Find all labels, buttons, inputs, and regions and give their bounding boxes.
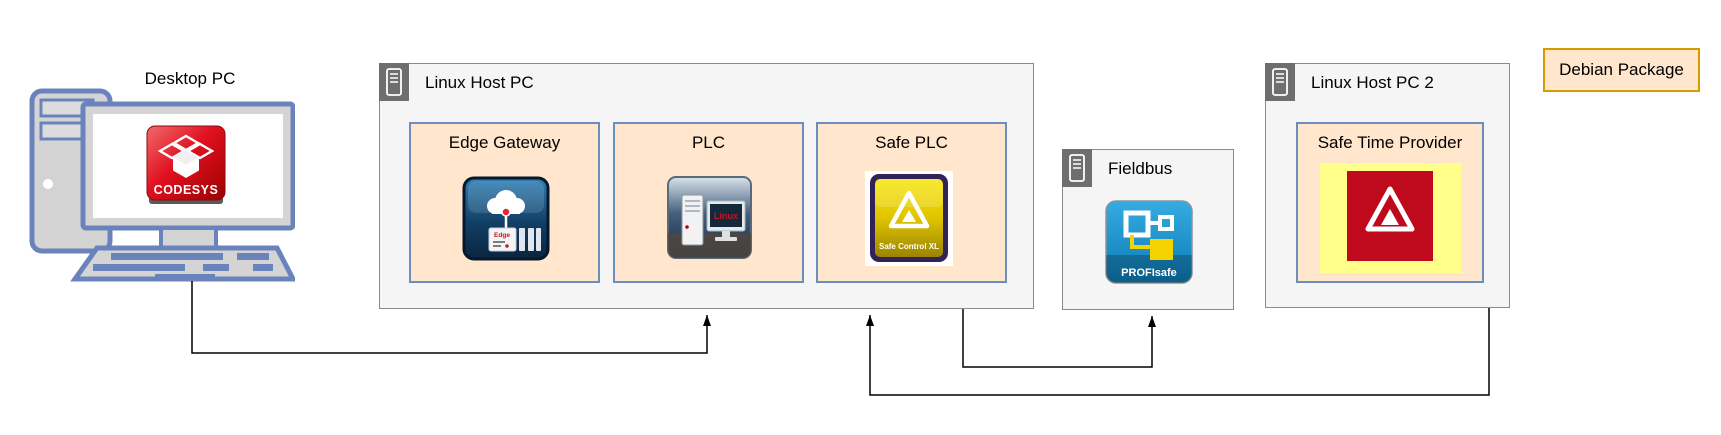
- debian-package-label: Debian Package: [1559, 60, 1684, 79]
- container-linux-host-pc-2: Linux Host PC 2 Safe Time Provider: [1264, 62, 1510, 308]
- edge-icon-text: Edge: [494, 232, 510, 239]
- safe-control-xl-text: Safe Control XL: [879, 242, 939, 251]
- server-icon: [1264, 62, 1295, 101]
- codesys-logo: CODESYS: [146, 125, 226, 204]
- desktop-pc-label: Desktop PC: [144, 69, 236, 88]
- safe-control-xl-icon: Safe Control XL: [865, 171, 953, 266]
- node-safe-plc: Safe PLC Safe Control XL: [816, 122, 1007, 283]
- debian-package-box: Debian Package: [1543, 48, 1700, 92]
- linux-host-pc-2-label: Linux Host PC 2: [1311, 73, 1434, 92]
- server-icon: [1061, 148, 1092, 187]
- safe-time-provider-label: Safe Time Provider: [1317, 133, 1463, 152]
- codesys-logo-text: CODESYS: [154, 183, 219, 197]
- container-linux-host-pc: Linux Host PC Edge Gateway Edg: [378, 62, 1034, 309]
- monitor-icon: CODESYS: [80, 101, 295, 231]
- node-edge-gateway: Edge Gateway Edge: [409, 122, 600, 283]
- safe-time-provider-icon: [1320, 163, 1461, 273]
- linux-icon-text: Linux: [714, 211, 738, 221]
- plc-icon: Linux: [667, 176, 752, 259]
- node-plc: PLC Linux: [613, 122, 804, 283]
- keyboard-icon: [70, 226, 295, 282]
- plc-label: PLC: [691, 133, 726, 152]
- edge-gateway-label: Edge Gateway: [448, 133, 561, 152]
- connector-lhpc2-to-safe-plc: [866, 308, 1490, 396]
- safe-plc-label: Safe PLC: [875, 133, 948, 152]
- edge-gateway-icon: Edge: [462, 176, 550, 261]
- desktop-pc-illustration: CODESYS: [29, 88, 295, 282]
- container-fieldbus: Fieldbus PROFIsafe: [1061, 148, 1234, 310]
- profisafe-icon: PROFIsafe: [1105, 200, 1193, 284]
- connector-lhpc-to-fieldbus: [962, 309, 1156, 368]
- linux-host-pc-label: Linux Host PC: [425, 73, 534, 92]
- server-icon: [378, 62, 409, 101]
- node-safe-time-provider: Safe Time Provider: [1296, 122, 1484, 283]
- fieldbus-label: Fieldbus: [1108, 159, 1173, 178]
- profisafe-text: PROFIsafe: [1121, 267, 1177, 279]
